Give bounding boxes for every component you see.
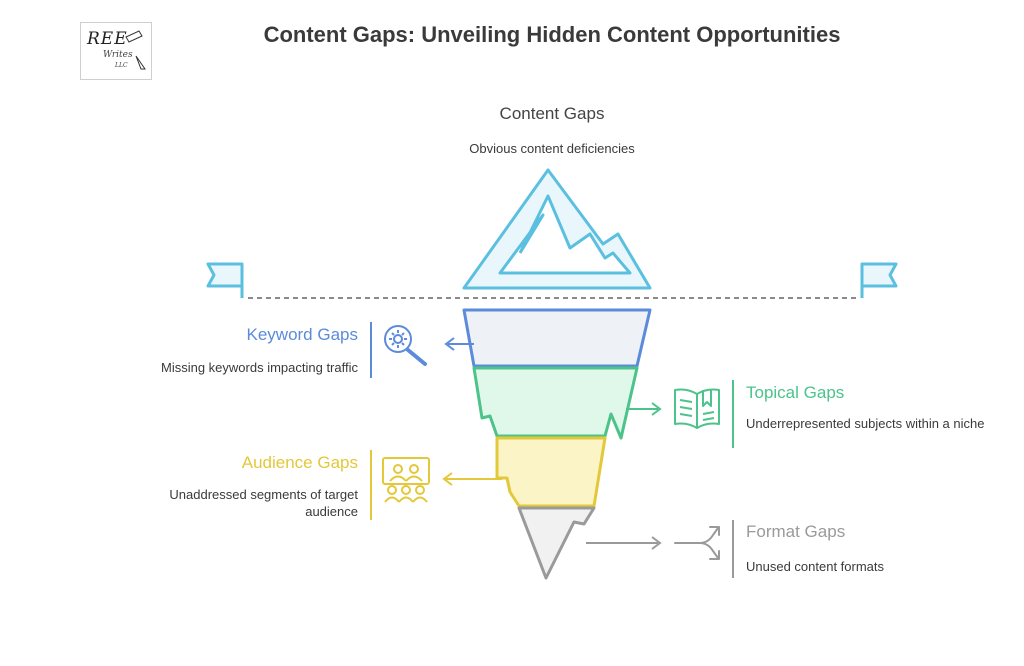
right-flag: [860, 262, 898, 298]
company-logo: REE Writes LLC: [80, 22, 152, 80]
audience-icon: [382, 457, 430, 503]
logo-suffix-text: LLC: [115, 62, 128, 69]
keyword-gaps-title: Keyword Gaps: [246, 325, 359, 344]
logo-main-text: REE: [87, 29, 128, 49]
topical-gaps-segment: [472, 366, 639, 440]
branch-arrows-icon: [674, 526, 720, 560]
audience-gaps-title: Audience Gaps: [241, 453, 358, 472]
content-gaps-heading: Content Gaps: [499, 104, 605, 123]
gear-magnifier-icon: [384, 325, 427, 366]
format-connector: [586, 536, 662, 550]
audience-gaps-segment: [495, 436, 607, 508]
iceberg-tip: [462, 168, 652, 290]
audience-gaps-description: Unaddressed segments of target audience: [169, 487, 358, 519]
pencil-icon: [125, 30, 146, 70]
page-title: Content Gaps: Unveiling Hidden Content O…: [263, 22, 841, 47]
topical-gaps-title: Topical Gaps: [746, 383, 845, 402]
format-gaps-segment: [517, 506, 596, 580]
left-flag: [206, 262, 244, 298]
format-gaps-description: Unused content formats: [746, 559, 885, 574]
content-gaps-description: Obvious content deficiencies: [469, 141, 635, 156]
topical-connector: [626, 402, 662, 416]
topical-gaps-description: Underrepresented subjects within a niche: [746, 416, 985, 431]
keyword-connector: [444, 337, 474, 351]
keyword-gaps-description: Missing keywords impacting traffic: [161, 360, 358, 375]
audience-connector: [442, 472, 502, 486]
open-book-icon: [674, 388, 720, 429]
format-gaps-title: Format Gaps: [746, 522, 846, 541]
logo-sub-text: Writes: [103, 50, 133, 60]
keyword-gaps-segment: [462, 308, 652, 368]
